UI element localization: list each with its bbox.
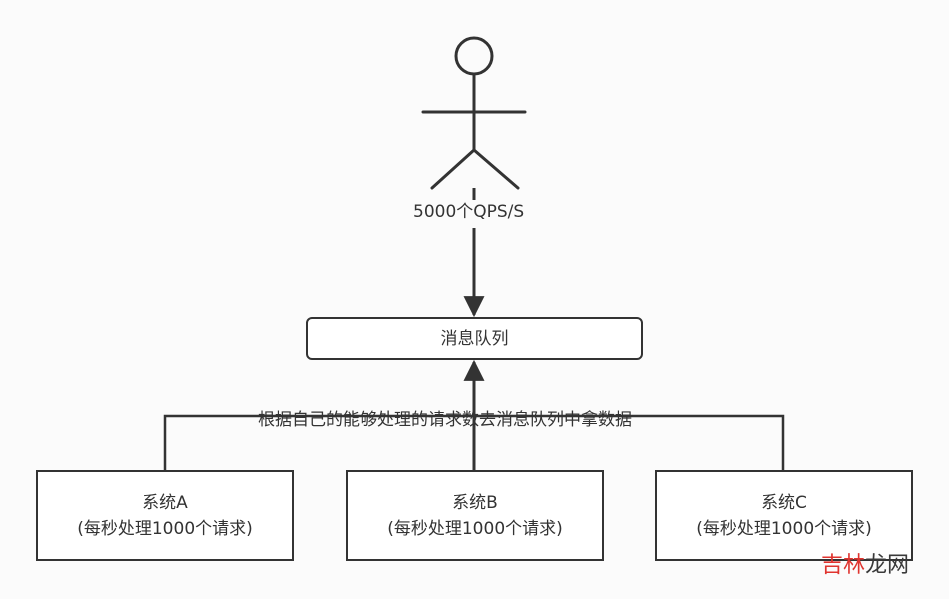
actor-left-leg xyxy=(430,148,476,190)
system-a-box: 系统A (每秒处理1000个请求) xyxy=(36,470,294,561)
watermark: 吉林龙网 xyxy=(821,553,909,579)
stick-figure-user-icon xyxy=(421,36,527,190)
watermark-part1: 吉林 xyxy=(820,553,865,578)
actor-right-leg xyxy=(472,148,520,190)
connector-system-c-to-queue xyxy=(474,414,785,470)
system-c-name: 系统C xyxy=(761,492,807,513)
message-queue-box: 消息队列 xyxy=(306,317,643,360)
system-b-box: 系统B (每秒处理1000个请求) xyxy=(346,470,604,561)
pull-annotation-label: 根据自己的能够处理的请求数去消息队列中拿数据 xyxy=(258,410,632,430)
connector-system-a-to-queue xyxy=(163,414,474,470)
system-c-box: 系统C (每秒处理1000个请求) xyxy=(655,470,913,561)
system-b-name: 系统B xyxy=(452,492,498,513)
system-c-capacity: (每秒处理1000个请求) xyxy=(696,518,872,539)
watermark-part2: 龙网 xyxy=(864,553,909,578)
actor-qps-label: 5000个QPS/S xyxy=(413,202,525,222)
message-queue-label: 消息队列 xyxy=(440,328,509,349)
system-a-capacity: (每秒处理1000个请求) xyxy=(77,518,253,539)
actor-head xyxy=(454,36,494,76)
system-a-name: 系统A xyxy=(142,492,188,513)
system-b-capacity: (每秒处理1000个请求) xyxy=(387,518,563,539)
